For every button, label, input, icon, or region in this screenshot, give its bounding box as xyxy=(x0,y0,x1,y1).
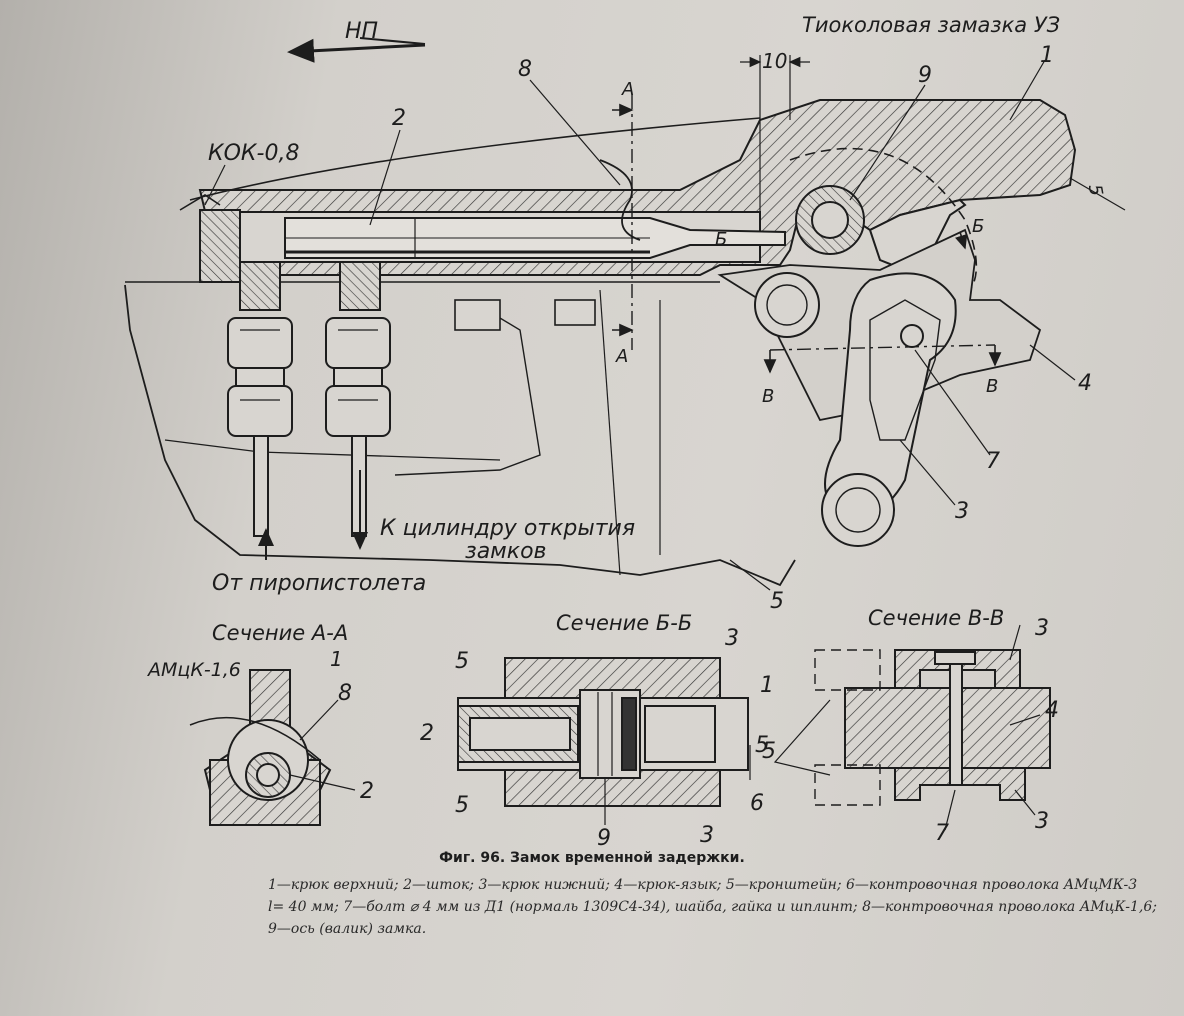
figure-legend: 1—крюк верхний; 2—шток; 3—крюк нижний; 4… xyxy=(268,874,1168,940)
figure-caption-title: Фиг. 96. Замок временной задержки. xyxy=(439,850,745,866)
legend-line-2: l= 40 мм; 7—болт ⌀ 4 мм из Д1 (нормаль 1… xyxy=(268,899,1157,915)
main-view xyxy=(124,37,1126,591)
callout-4: 4 xyxy=(1078,371,1092,396)
plug xyxy=(199,209,241,283)
sec-v-left: В xyxy=(762,386,774,407)
callout-3: 3 xyxy=(955,499,969,524)
bracket-outline xyxy=(124,284,796,587)
from-pyro-label: От пиропистолета xyxy=(212,571,426,596)
bb-callout-5-top: 5 xyxy=(455,649,469,674)
vv-callout-3-bottom: 3 xyxy=(1035,809,1049,834)
legend-line-3: 9—ось (валик) замка. xyxy=(268,921,427,937)
vv-callout-5: 5 xyxy=(762,739,776,764)
sec-b-mark: Б xyxy=(715,229,727,250)
legend-line-1: 1—крюк верхний; 2—шток; 3—крюк нижний; 4… xyxy=(268,877,1138,893)
vv-callout-3-top: 3 xyxy=(1035,616,1049,641)
sealant-label: Тиоколовая замазка УЗ xyxy=(802,13,1060,37)
kok-label: КОК-0,8 xyxy=(208,141,299,166)
bb-callout-6: 6 xyxy=(750,791,764,816)
aa-callout-8: 8 xyxy=(338,681,352,706)
sec-v-right: В xyxy=(986,376,998,397)
callout-9: 9 xyxy=(918,63,932,88)
direction-label: НП xyxy=(345,19,378,44)
bb-callout-2: 2 xyxy=(420,721,434,746)
to-cylinder-line1: К цилиндру открытия xyxy=(380,516,635,541)
bb-callout-3-top: 3 xyxy=(725,626,739,651)
section-vv-drawing xyxy=(773,624,1051,831)
fitting-left xyxy=(227,261,293,537)
bb-callout-5-bottom: 5 xyxy=(455,793,469,818)
bb-dim-5: 5 xyxy=(755,733,769,758)
fitting-right xyxy=(325,261,391,537)
bb-callout-9: 9 xyxy=(597,826,611,851)
sec-a-bottom: А xyxy=(615,346,628,367)
sec-a-top: А xyxy=(621,79,634,100)
callout-1: 1 xyxy=(1040,43,1054,68)
aa-callout-2: 2 xyxy=(360,779,374,804)
safety-wire-8 xyxy=(599,159,641,241)
bb-callout-3-bottom: 3 xyxy=(700,823,714,848)
callout-5: 5 xyxy=(770,589,784,614)
dim-10: 10 xyxy=(762,49,787,73)
section-vv-title: Сечение В-В xyxy=(868,606,1004,630)
callout-2: 2 xyxy=(392,106,406,131)
amck-label: АМцК-1,6 xyxy=(146,659,241,681)
text-labels: НП Тиоколовая замазка УЗ КОК-0,8 10 5 К … xyxy=(146,13,1106,851)
section-bb-title: Сечение Б-Б xyxy=(556,611,692,635)
callout-8: 8 xyxy=(518,57,532,82)
vv-callout-7: 7 xyxy=(935,821,949,846)
aa-callout-1: 1 xyxy=(330,647,343,671)
direction-arrow xyxy=(287,38,426,63)
callout-7: 7 xyxy=(986,449,1000,474)
vv-callout-4: 4 xyxy=(1045,698,1059,723)
sec-b-right: Б xyxy=(972,216,984,237)
dim-5-top: 5 xyxy=(1084,183,1107,198)
section-bb-drawing xyxy=(457,657,751,825)
to-cylinder-line2: замков xyxy=(465,539,547,564)
bb-callout-1: 1 xyxy=(760,673,774,698)
section-aa-drawing xyxy=(189,669,356,826)
section-aa-title: Сечение А-А xyxy=(212,621,348,645)
